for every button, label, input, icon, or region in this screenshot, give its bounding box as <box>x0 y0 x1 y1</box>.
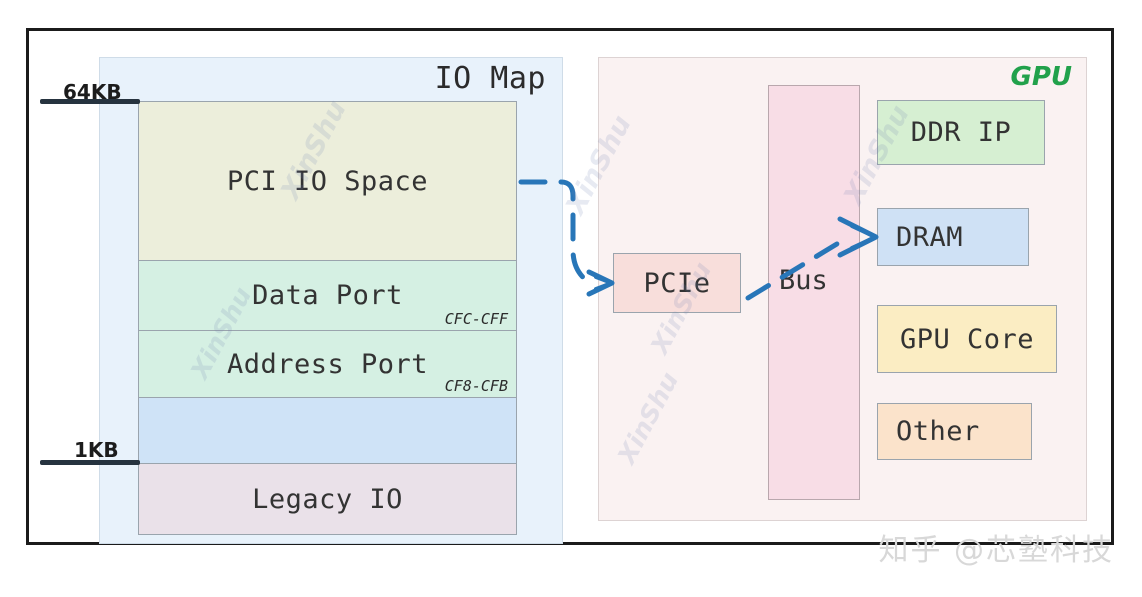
node-other[interactable]: Other <box>877 403 1032 460</box>
memory-region-pci-io-space[interactable]: PCI IO Space <box>138 101 517 260</box>
node-label: Other <box>896 416 980 447</box>
node-dram[interactable]: DRAM <box>877 208 1029 266</box>
brand-watermark: 知乎 @芯塾科技 <box>878 533 1114 568</box>
node-label: DDR IP <box>910 117 1012 148</box>
memory-region-range: CF8-CFB <box>444 377 508 395</box>
memory-region-label: Legacy IO <box>252 483 403 515</box>
memory-region-label: Address Port <box>226 348 429 380</box>
node-gpu-core[interactable]: GPU Core <box>877 305 1057 373</box>
memory-region-legacy-io[interactable]: Legacy IO <box>138 463 517 535</box>
marker-label-1kb: 1KB <box>74 438 119 462</box>
gpu-panel-title: GPU <box>1010 62 1072 92</box>
memory-region-address-port[interactable]: Address Port CF8-CFB <box>138 330 517 397</box>
io-map-title: IO Map <box>434 61 546 96</box>
marker-line-1kb <box>40 460 140 465</box>
memory-region-label: Data Port <box>252 280 403 311</box>
memory-region-range: CFC-CFF <box>444 310 508 328</box>
io-map-region-stack: PCI IO Space Data Port CFC-CFF Address P… <box>138 101 517 535</box>
node-ddr-ip[interactable]: DDR IP <box>877 100 1045 165</box>
node-label: GPU Core <box>899 323 1035 355</box>
memory-region-unlabeled[interactable] <box>138 397 517 463</box>
node-label: PCIe <box>643 267 711 299</box>
node-label: DRAM <box>896 221 964 253</box>
memory-region-data-port[interactable]: Data Port CFC-CFF <box>138 260 517 330</box>
marker-line-64kb <box>40 99 140 104</box>
outer-frame <box>26 28 1114 545</box>
gpu-bus-label: Bus <box>779 265 828 296</box>
node-pcie[interactable]: PCIe <box>613 253 741 313</box>
memory-region-label: PCI IO Space <box>226 165 429 197</box>
